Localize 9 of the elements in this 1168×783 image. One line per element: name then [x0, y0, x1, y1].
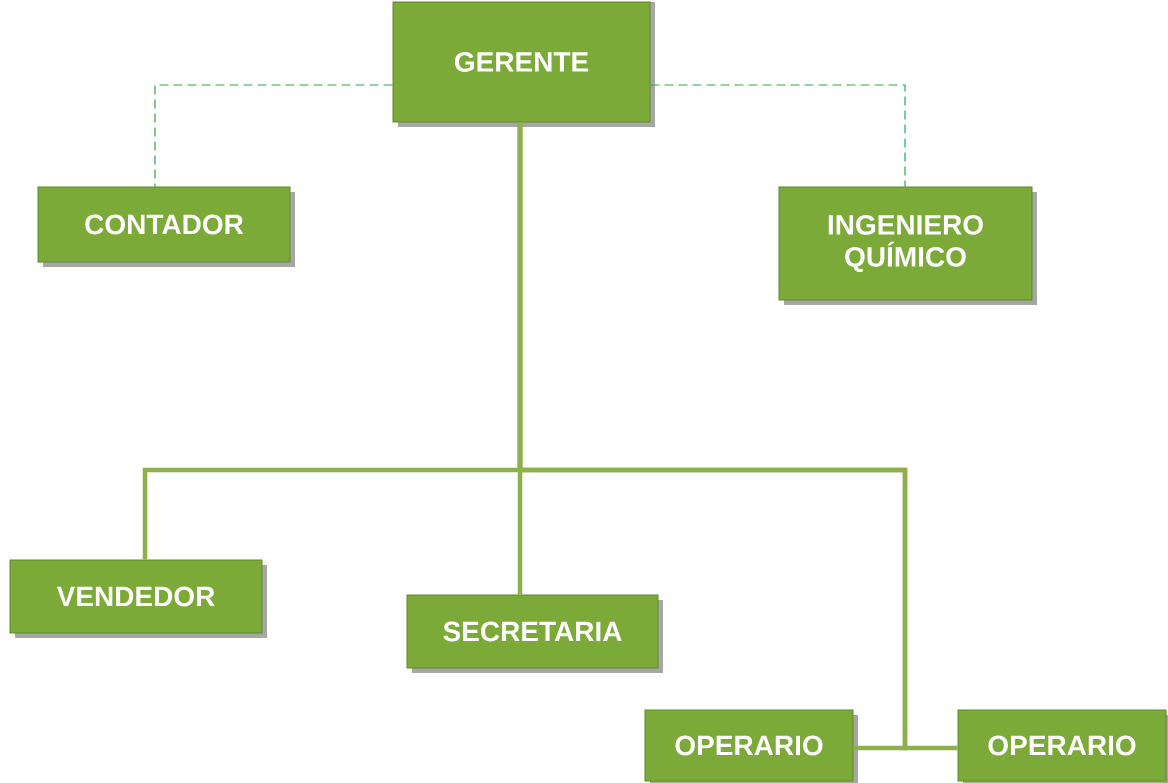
org-box: GERENTE	[392, 1, 655, 127]
org-box: SECRETARIA	[406, 594, 663, 673]
connector-line	[649, 84, 906, 188]
connector-line	[154, 84, 394, 188]
org-box: VENDEDOR	[9, 559, 267, 638]
org-box: CONTADOR	[37, 186, 295, 267]
org-box: OPERARIO	[957, 709, 1168, 783]
org-box: OPERARIO	[644, 709, 858, 783]
org-box: INGENIERO QUÍMICO	[778, 186, 1037, 305]
